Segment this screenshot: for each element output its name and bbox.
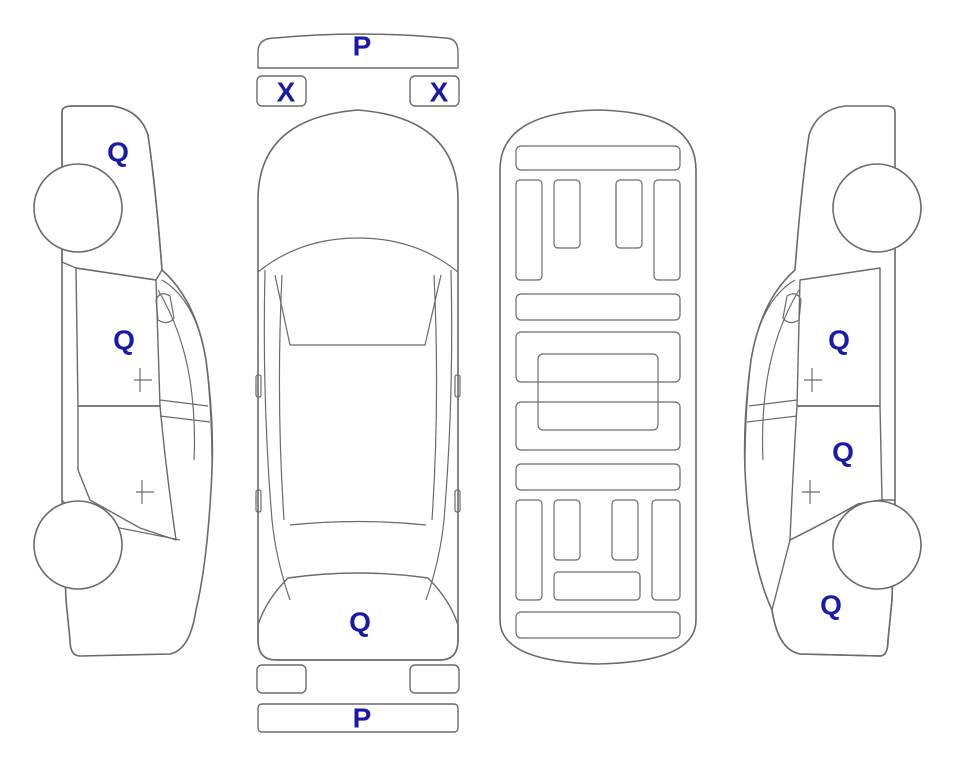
underside-outline xyxy=(499,109,697,665)
right-side-view-car: Q Q Q xyxy=(743,105,922,657)
underside-panel xyxy=(553,571,641,601)
underside-panel xyxy=(515,611,681,639)
rear-bumper-part[interactable] xyxy=(257,703,459,733)
roof-frame-right xyxy=(425,269,453,601)
right-window-line xyxy=(744,279,796,471)
handle-left-top xyxy=(255,489,262,513)
rear-left-taillight-part[interactable] xyxy=(256,664,307,694)
left-rear-door-handle xyxy=(136,480,154,504)
left-belt-line xyxy=(159,399,209,407)
underside-panel xyxy=(515,463,681,491)
right-rear-quarter-label: Q xyxy=(820,590,842,621)
underside-panel xyxy=(651,499,681,601)
right-mirror xyxy=(782,293,802,324)
rear-window-edge xyxy=(289,520,427,526)
mirror-right-top xyxy=(454,374,461,398)
right-front-door-label: Q xyxy=(832,437,854,468)
underside-panel xyxy=(537,353,659,431)
pillar-right-inner xyxy=(431,274,438,521)
right-belt-line xyxy=(748,399,798,407)
underside-panel xyxy=(515,179,543,281)
underside-panel xyxy=(615,179,643,249)
left-side-view-car: Q Q xyxy=(33,105,214,657)
right-front-wheel xyxy=(832,500,922,590)
left-front-door-label: Q xyxy=(113,325,135,356)
right-rear-door-handle xyxy=(804,368,822,392)
front-right-headlight-part[interactable] xyxy=(409,75,460,107)
rear-bumper-label: P xyxy=(353,703,372,734)
left-window-line xyxy=(161,279,213,471)
underside-panel xyxy=(515,401,681,451)
roof-frame-left xyxy=(263,269,291,601)
underside-panel xyxy=(653,179,681,281)
right-front-door-handle xyxy=(802,480,820,504)
left-front-fender-label: Q xyxy=(107,137,129,168)
front-bumper-part[interactable] xyxy=(257,33,459,69)
right-rear-wheel xyxy=(832,163,922,253)
windshield xyxy=(257,237,459,273)
trunk-label: Q xyxy=(349,607,371,638)
underside-panel xyxy=(515,499,543,601)
left-rear-wheel xyxy=(33,500,123,590)
right-rear-quarter-part[interactable] xyxy=(771,499,896,657)
underside-panel xyxy=(515,331,681,383)
underside-view-car xyxy=(499,109,697,665)
mirror-left-top xyxy=(255,374,262,398)
right-window-inner xyxy=(761,289,800,461)
underside-panel xyxy=(515,293,681,321)
left-mirror xyxy=(155,293,175,324)
top-view-car: P X X Q P xyxy=(255,31,461,734)
right-belt-line-2 xyxy=(746,415,798,423)
front-left-headlight-part[interactable] xyxy=(256,75,307,107)
underside-panel xyxy=(611,499,639,561)
handle-right-top xyxy=(454,489,461,513)
rear-right-taillight-part[interactable] xyxy=(409,664,460,694)
front-bumper-label: P xyxy=(353,31,372,62)
left-front-wheel xyxy=(33,163,123,253)
right-rear-door-label: Q xyxy=(828,325,850,356)
underside-panel xyxy=(515,145,681,171)
roof-front-edge xyxy=(274,274,442,346)
front-right-headlight-label: X xyxy=(430,77,449,108)
front-left-headlight-label: X xyxy=(277,77,296,108)
left-belt-line-2 xyxy=(159,415,211,423)
left-window-inner xyxy=(157,289,196,461)
underside-panel xyxy=(553,179,581,249)
left-front-fender-part[interactable] xyxy=(61,105,163,281)
left-front-door-handle xyxy=(134,368,152,392)
pillar-left-inner xyxy=(278,274,285,521)
underside-panel xyxy=(553,499,581,561)
trunk-part[interactable] xyxy=(257,572,459,661)
left-rear-door-part[interactable] xyxy=(77,405,177,541)
